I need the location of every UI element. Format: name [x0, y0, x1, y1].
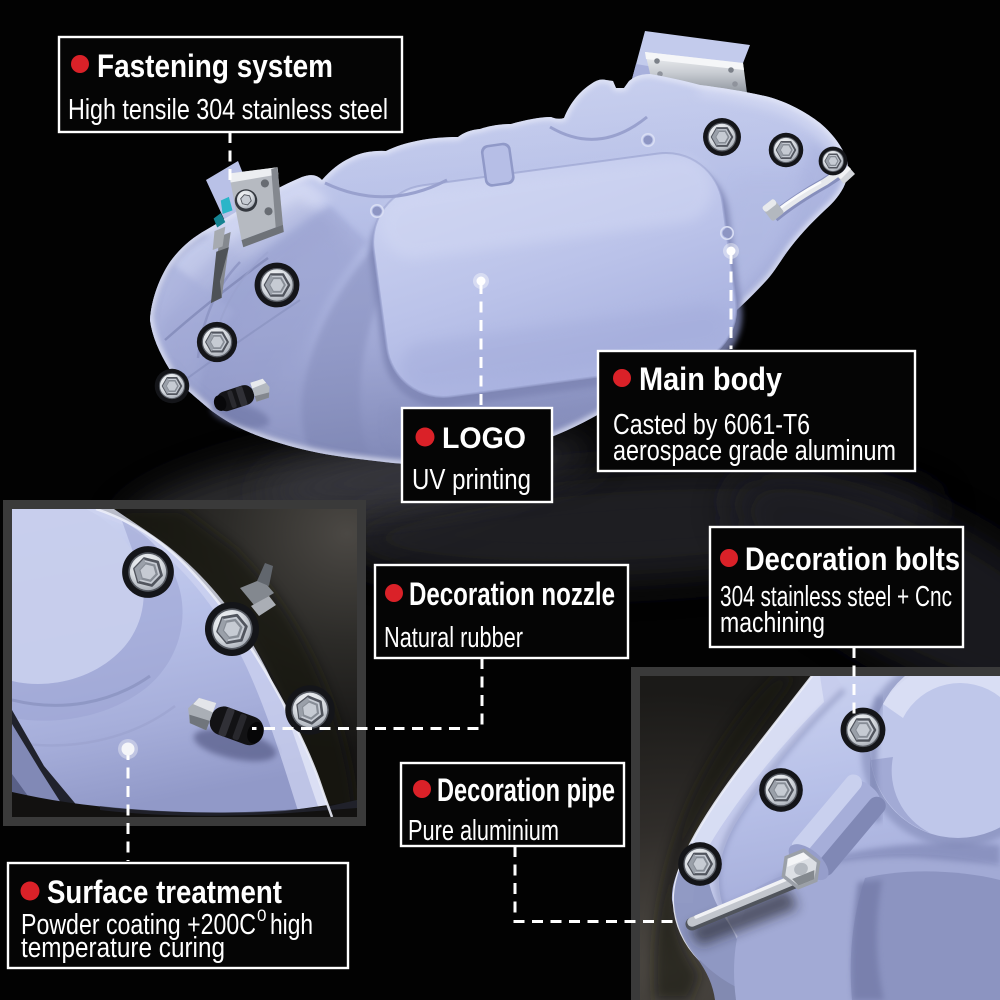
- svg-text:Natural rubber: Natural rubber: [384, 622, 523, 654]
- svg-text:aerospace grade aluminum: aerospace grade aluminum: [613, 435, 896, 467]
- svg-text:Decoration pipe: Decoration pipe: [437, 772, 615, 808]
- svg-text:LOGO: LOGO: [442, 422, 526, 455]
- svg-text:Decoration bolts: Decoration bolts: [745, 541, 960, 577]
- svg-text:Casted by 6061-T6: Casted by 6061-T6: [613, 409, 810, 441]
- svg-text:Pure aluminium: Pure aluminium: [408, 815, 559, 847]
- svg-text:304 stainless steel + Cnc: 304 stainless steel + Cnc: [720, 581, 952, 613]
- svg-text:Main body: Main body: [639, 361, 782, 397]
- svg-text:Fastening system: Fastening system: [97, 48, 333, 84]
- svg-text:high: high: [270, 909, 313, 941]
- svg-text:Surface treatment: Surface treatment: [47, 874, 282, 910]
- svg-text:0: 0: [257, 906, 266, 925]
- svg-text:UV printing: UV printing: [412, 464, 531, 496]
- svg-text:Powder coating +200C: Powder coating +200C: [21, 909, 256, 941]
- svg-text:Decoration nozzle: Decoration nozzle: [409, 576, 615, 612]
- svg-text:machining: machining: [720, 607, 825, 639]
- svg-text:High tensile 304 stainless ste: High tensile 304 stainless steel: [68, 94, 388, 126]
- svg-text:temperature curing: temperature curing: [21, 932, 225, 964]
